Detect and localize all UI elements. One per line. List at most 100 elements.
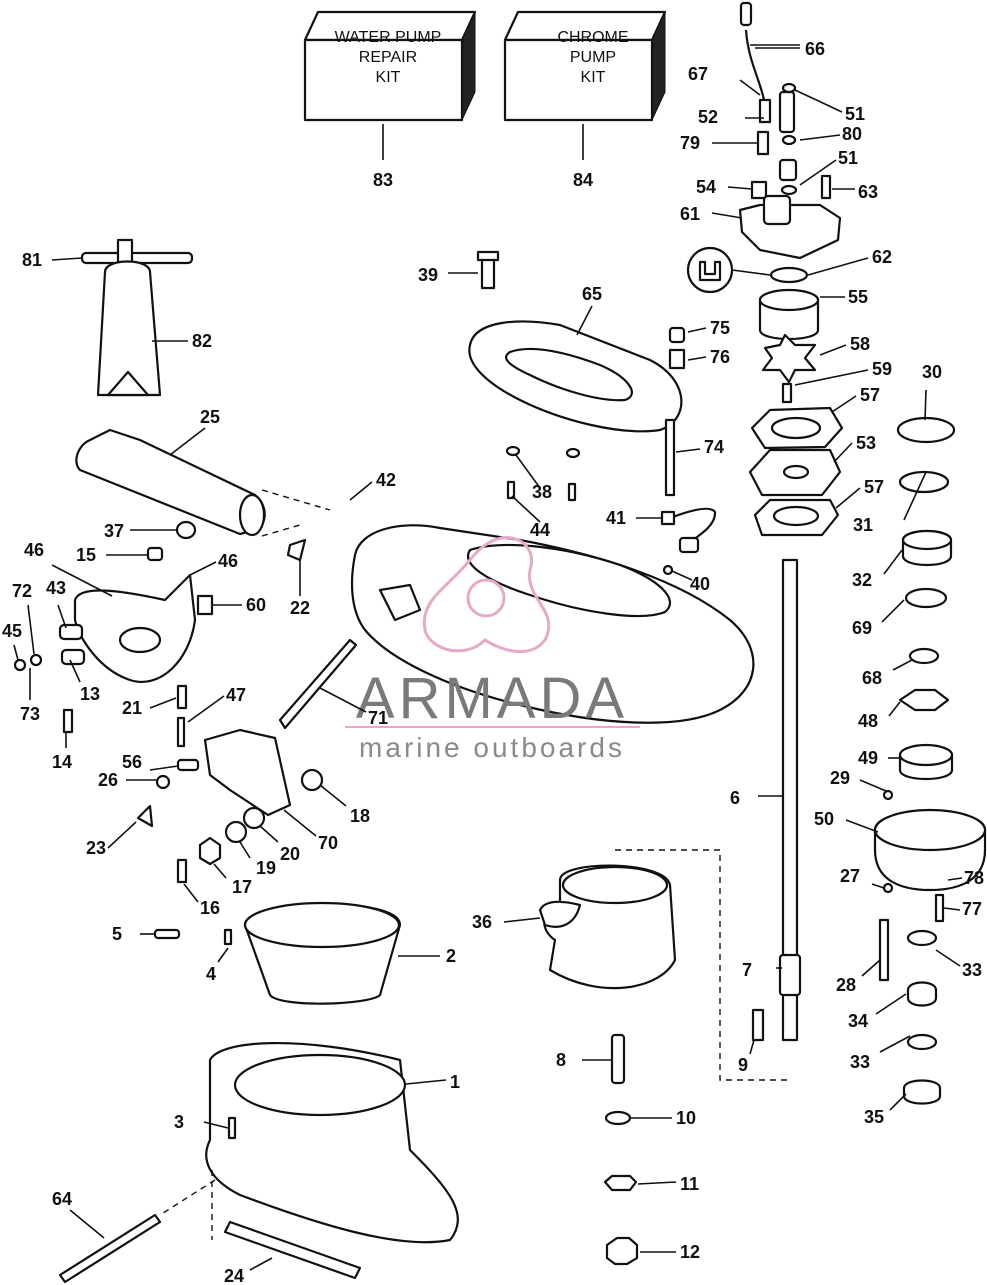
callout-16: 16 xyxy=(200,898,220,918)
callout-69: 69 xyxy=(852,618,872,638)
callout-leader xyxy=(149,765,179,771)
callout-leader xyxy=(503,917,541,923)
water-pump-repair-kit-box: WATER PUMP REPAIR KIT 83 xyxy=(303,10,477,190)
center-fasteners xyxy=(476,250,717,576)
callout-59: 59 xyxy=(872,359,892,379)
callout-12: 12 xyxy=(680,1242,700,1262)
callout-5: 5 xyxy=(112,924,122,944)
callout-26: 26 xyxy=(98,770,118,790)
callout-54: 54 xyxy=(696,177,716,197)
impeller-housing xyxy=(538,849,790,1266)
callout-leader xyxy=(799,134,841,141)
callout-15: 15 xyxy=(76,545,96,565)
callout-67: 67 xyxy=(688,64,708,84)
callout-36: 36 xyxy=(472,912,492,932)
callout-41: 41 xyxy=(606,508,626,528)
callout-33: 33 xyxy=(962,960,982,980)
callout-leader xyxy=(943,907,961,911)
callout-7: 7 xyxy=(742,960,752,980)
callout-8: 8 xyxy=(556,1050,566,1070)
callout-leader xyxy=(749,1039,755,1055)
callout-leader xyxy=(405,1079,447,1085)
callout-leader xyxy=(27,604,35,655)
callout-33: 33 xyxy=(850,1052,870,1072)
callout-25: 25 xyxy=(200,407,220,427)
callout-17: 17 xyxy=(232,877,252,897)
callout-46: 46 xyxy=(218,551,238,571)
callout-61: 61 xyxy=(680,204,700,224)
callout-leader xyxy=(819,344,847,356)
callout-leader xyxy=(149,697,177,709)
callout-81: 81 xyxy=(22,250,42,270)
callout-leader xyxy=(183,883,199,903)
callout-38: 38 xyxy=(532,482,552,502)
callout-leader xyxy=(51,564,113,597)
watermark-title: ARMADA xyxy=(356,666,628,731)
kit-label-line2: REPAIR xyxy=(359,49,417,66)
callout-leader xyxy=(319,687,367,713)
callout-47: 47 xyxy=(226,685,246,705)
callout-32: 32 xyxy=(852,570,872,590)
callout-48: 48 xyxy=(858,711,878,731)
callout-45: 45 xyxy=(2,621,22,641)
callout-leader xyxy=(859,779,887,792)
callout-leader xyxy=(349,481,373,501)
callout-57: 57 xyxy=(860,385,880,405)
callout-60: 60 xyxy=(246,595,266,615)
callout-leader xyxy=(892,659,913,671)
callout-6: 6 xyxy=(730,788,740,808)
callout-51: 51 xyxy=(838,148,858,168)
callout-65: 65 xyxy=(582,284,602,304)
callout-leader xyxy=(203,1121,229,1129)
callout-leader xyxy=(515,454,541,489)
callout-leader xyxy=(187,695,225,723)
callout-82: 82 xyxy=(192,331,212,351)
callout-leader xyxy=(871,883,885,889)
callout-53: 53 xyxy=(856,433,876,453)
callout-leader xyxy=(875,993,907,1015)
callout-leader xyxy=(239,841,251,859)
kit-ref-83: 83 xyxy=(373,170,393,190)
left-linkage xyxy=(13,520,358,884)
callout-76: 76 xyxy=(710,347,730,367)
adapter-plate xyxy=(468,320,683,433)
callout-66: 66 xyxy=(805,39,825,59)
callout-leader xyxy=(687,327,707,333)
callout-22: 22 xyxy=(290,598,310,618)
callout-leader xyxy=(13,644,19,661)
callout-35: 35 xyxy=(864,1107,884,1127)
callout-leader xyxy=(727,186,753,190)
callout-68: 68 xyxy=(862,668,882,688)
callout-leader xyxy=(69,1209,105,1239)
callout-leader xyxy=(511,495,541,523)
nozzle-and-ring xyxy=(153,901,402,1005)
callout-29: 29 xyxy=(830,768,850,788)
callout-leader xyxy=(57,604,67,629)
callout-leader xyxy=(107,821,137,849)
callout-72: 72 xyxy=(12,581,32,601)
callout-44: 44 xyxy=(530,520,550,540)
callout-37: 37 xyxy=(104,521,124,541)
callout-9: 9 xyxy=(738,1055,748,1075)
callout-1: 1 xyxy=(450,1072,460,1092)
callout-18: 18 xyxy=(350,806,370,826)
callout-20: 20 xyxy=(280,844,300,864)
callout-leader xyxy=(217,947,229,963)
callout-leader xyxy=(249,1257,273,1271)
callout-leader xyxy=(924,389,927,421)
callout-34: 34 xyxy=(848,1011,868,1031)
callout-42: 42 xyxy=(376,470,396,490)
callout-leader xyxy=(831,395,857,413)
callout-78: 78 xyxy=(964,868,984,888)
drive-shaft xyxy=(751,558,802,1042)
callout-64: 64 xyxy=(52,1189,72,1209)
callout-75: 75 xyxy=(710,318,730,338)
callout-52: 52 xyxy=(698,107,718,127)
callout-leader xyxy=(794,369,869,386)
callout-70: 70 xyxy=(318,833,338,853)
armada-watermark: ARMADA marine outboards xyxy=(345,536,640,763)
jet-pump-housing xyxy=(350,524,755,724)
kit-label-line2: PUMP xyxy=(570,49,616,66)
